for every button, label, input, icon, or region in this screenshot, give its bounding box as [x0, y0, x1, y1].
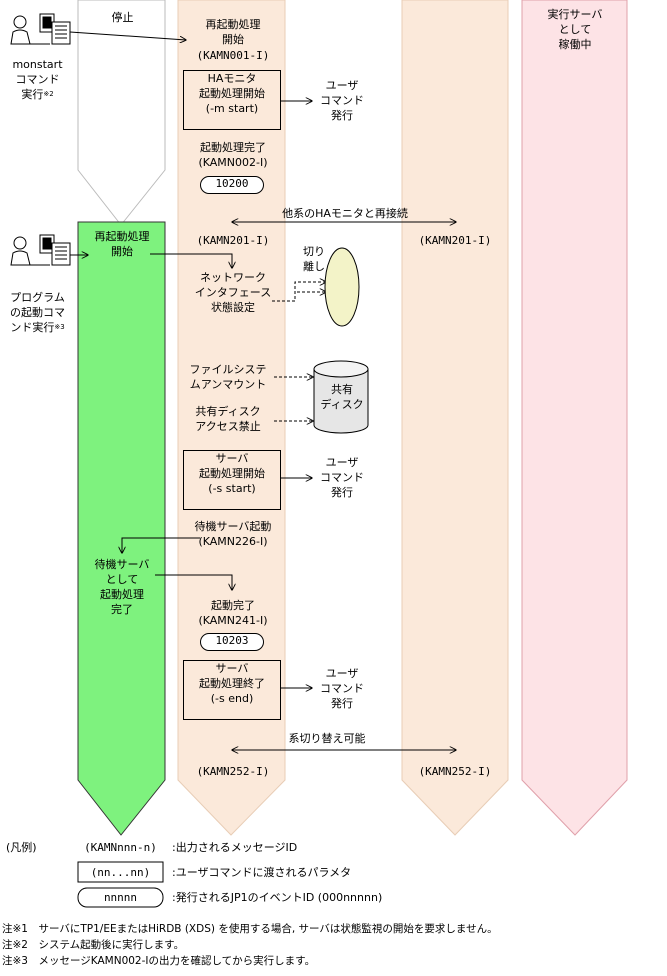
operator1-line2: コマンド: [15, 73, 60, 86]
note-3: 注※3 メッセージKAMN002-Iの出力を確認してから実行します。: [2, 955, 316, 967]
lane-standby-green: [77, 221, 166, 836]
msg-kamn252-right: (KAMN252-I): [418, 765, 492, 778]
note-1: 注※1 サーバにTP1/EEまたはHiRDB (XDS) を使用する場合, サー…: [2, 923, 498, 935]
shared-disk-cylinder: [313, 360, 369, 434]
server-end-box: サーバ 起動処理終了 (-s end): [183, 660, 281, 720]
legend-msg-sample: (KAMNnnn-n): [84, 841, 157, 854]
network-interface-ellipse: [324, 247, 360, 327]
legend-param-box: [77, 861, 164, 883]
operator2-line3-text: ンド実行: [10, 321, 55, 334]
switchable-label: 系切り替え可能: [288, 732, 366, 745]
msg-kamn001: (KAMN001-I): [196, 49, 270, 62]
user-command-2: ユーザ コマンド 発行: [320, 456, 364, 499]
lane-stopped: [77, 0, 166, 226]
operator2-note: ※3: [54, 323, 65, 331]
ha-monitor-start-box: HAモニタ 起動処理開始 (-m start): [183, 70, 281, 130]
stopped-label: 停止: [111, 11, 134, 24]
operator1-note: ※2: [43, 90, 54, 98]
note-2: 注※2 システム起動後に実行します。: [2, 939, 185, 951]
legend-event-desc: :発行されるJP1のイベントID (000nnnnn): [172, 891, 383, 904]
legend-msg-desc: :出力されるメッセージID: [172, 841, 298, 854]
computer-icon: [39, 13, 71, 45]
legend-title: (凡例): [6, 841, 37, 854]
msg-kamn252-left: (KAMN252-I): [196, 765, 270, 778]
network-setting: ネットワーク インタフェース 状態設定: [194, 271, 272, 314]
lane-active-pink: [521, 0, 628, 836]
legend-param-sample: (nn...nn): [90, 866, 151, 879]
standby-done: 待機サーバ として 起動処理 完了: [94, 558, 150, 616]
operator1-line1: monstart: [12, 58, 63, 71]
restart-done: 起動処理完了 (KAMN002-I): [198, 141, 268, 169]
fs-unmount: ファイルシステ ムアンマウント: [189, 363, 267, 391]
standby-server-start: 待機サーバ起動 (KAMN226-I): [194, 520, 272, 548]
operator1-line3-text: 実行: [21, 88, 44, 101]
operator2-line2: の起動コマ: [10, 306, 65, 319]
lane-other-peach: [401, 0, 509, 836]
user-command-1: ユーザ コマンド 発行: [320, 79, 364, 122]
reconnect-label: 他系のHAモニタと再接続: [282, 207, 408, 220]
start-done: 起動完了 (KAMN241-I): [198, 599, 268, 627]
event-10203: 10203: [200, 633, 264, 651]
user-command-3: ユーザ コマンド 発行: [320, 667, 364, 710]
msg-kamn201-left: (KAMN201-I): [196, 234, 270, 247]
disk-access-prohibit: 共有ディスク アクセス禁止: [195, 405, 261, 433]
active-server-label: 実行サーバ として 稼働中: [547, 8, 603, 51]
server-start-box: サーバ 起動処理開始 (-s start): [183, 450, 281, 510]
legend-param-desc: :ユーザコマンドに渡されるパラメタ: [172, 866, 352, 879]
lane-primary-peach: [177, 0, 286, 836]
green-restart-start: 再起動処理 開始: [94, 230, 150, 258]
shared-disk-label: 共有 ディスク: [320, 383, 364, 411]
legend-event-pill: [77, 887, 164, 908]
operator-icon: [10, 15, 50, 45]
computer-icon: [39, 234, 71, 266]
event-10200: 10200: [200, 176, 264, 194]
operator2-line3: ンド実行※3: [0, 320, 75, 335]
legend-event-sample: nnnnn: [103, 891, 138, 904]
operator-icon: [10, 236, 50, 266]
restart-start: 再起動処理 開始: [205, 18, 261, 46]
operator1-line3: 実行※2: [0, 87, 75, 102]
detach-label: 切り 離し: [303, 245, 325, 273]
operator2-line1: プログラム: [10, 291, 65, 304]
msg-kamn201-right: (KAMN201-I): [418, 234, 492, 247]
